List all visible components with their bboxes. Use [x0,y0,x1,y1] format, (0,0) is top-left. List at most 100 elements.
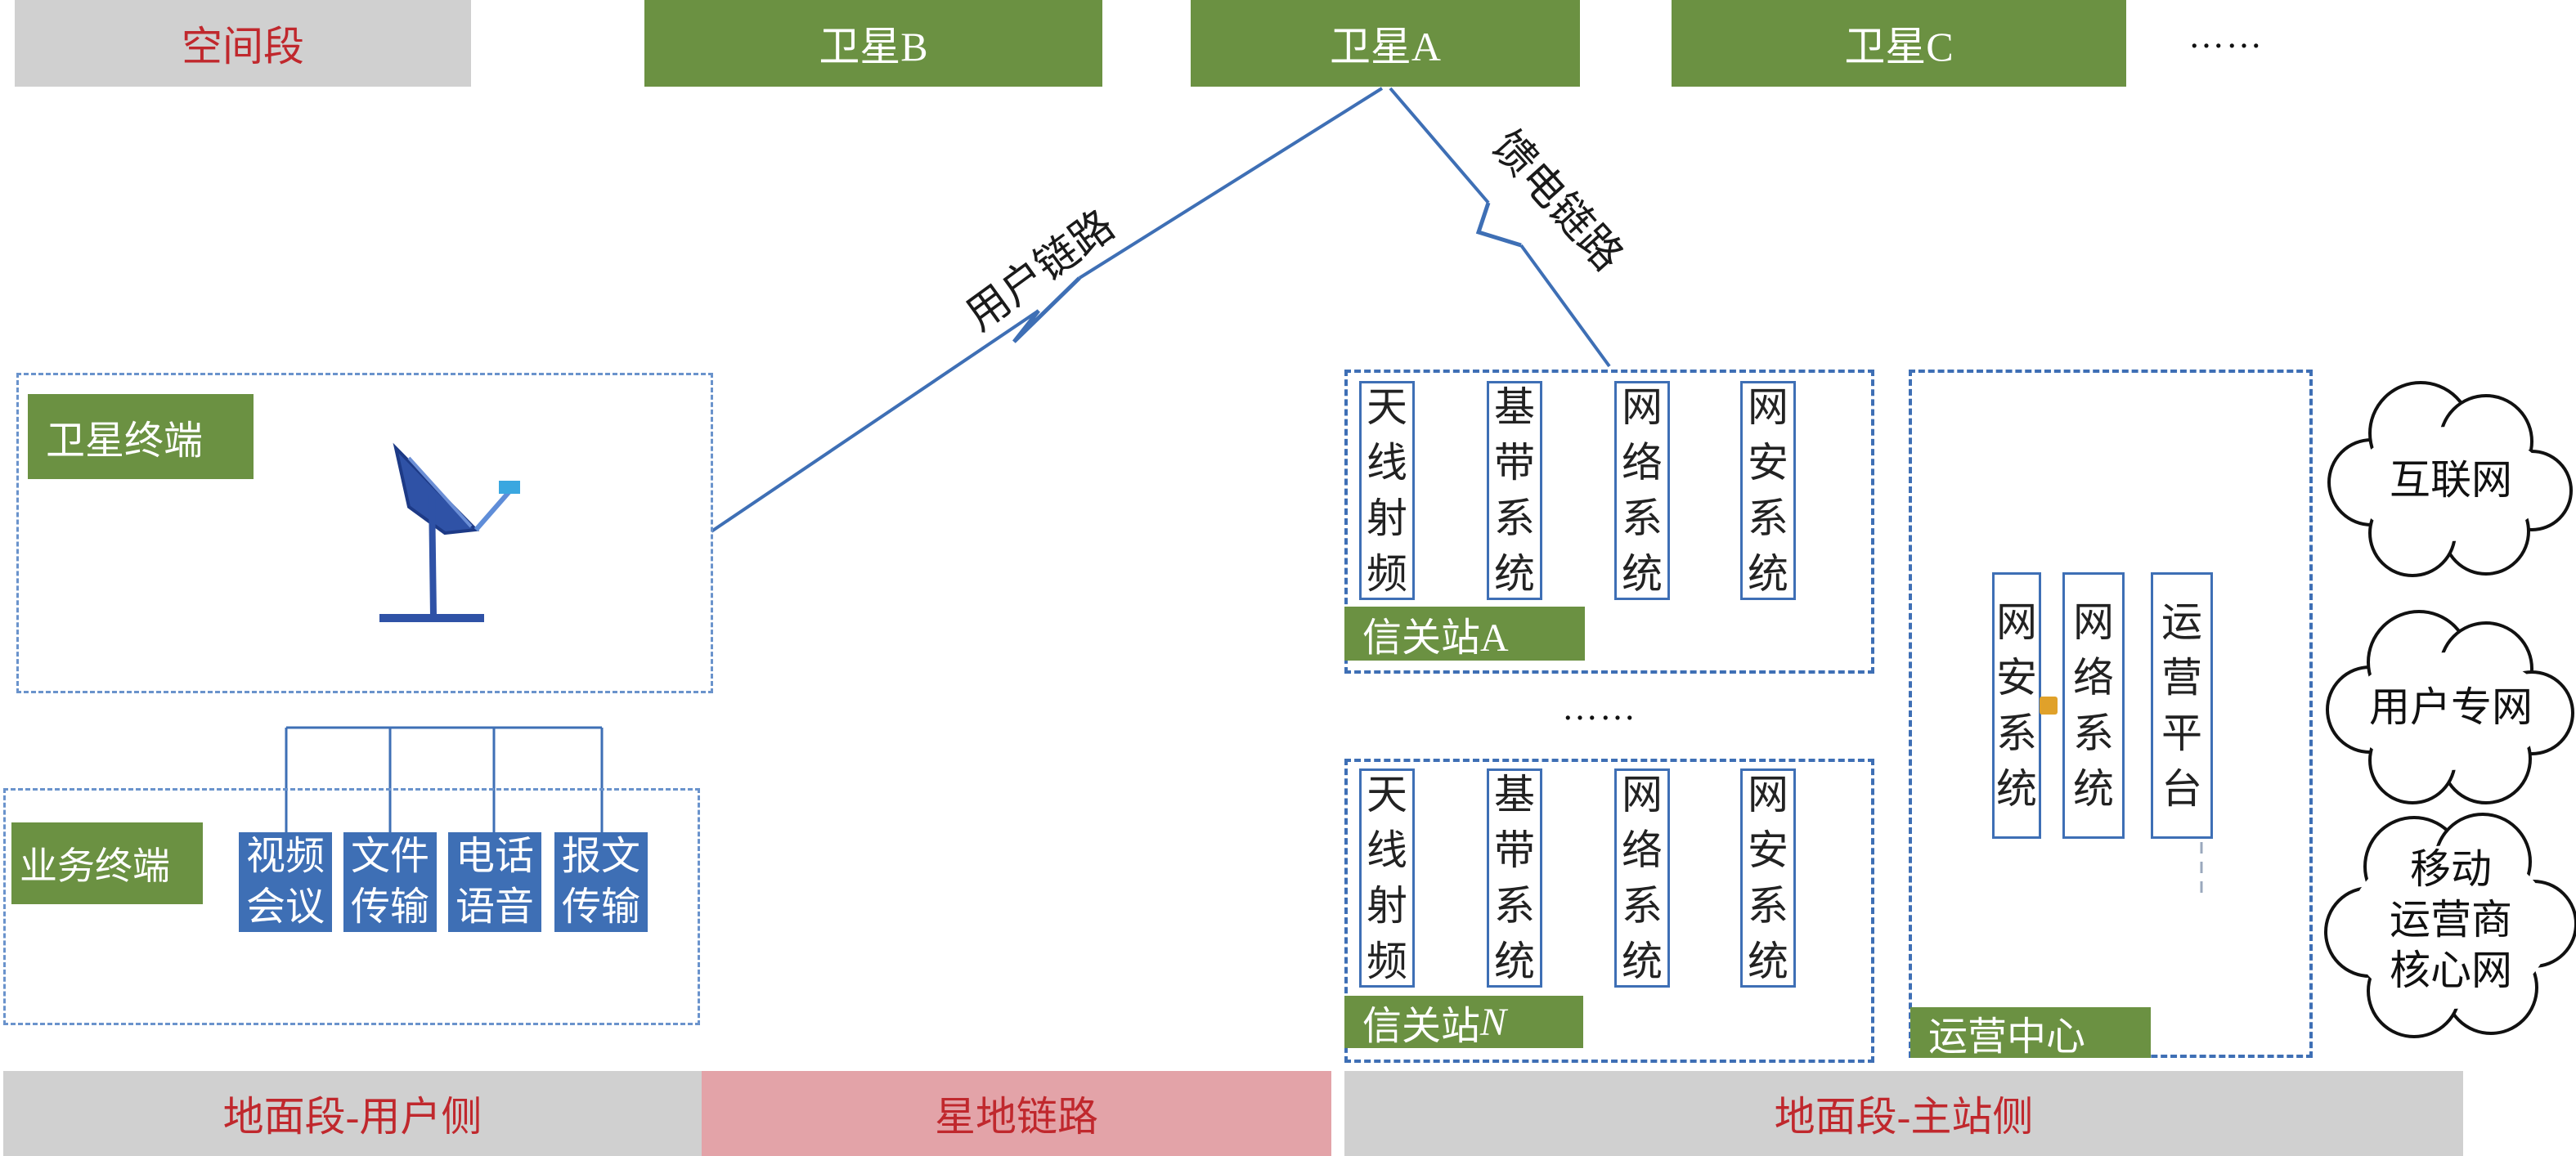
module-char: 统 [2073,766,2114,812]
module-char: 系 [2073,710,2114,756]
module-char: 系 [1748,883,1788,929]
service-terminal-tag: 业务终端 [11,822,203,904]
module-char: 带 [1494,827,1535,873]
space-segment-band: 空间段 [15,0,471,87]
ops-operation-platform: 运营平台 [2151,572,2213,839]
mobile-core-line3: 核心网 [2390,948,2512,993]
service-terminal-box [3,788,700,1025]
ops-center-label: 运营中心 [1928,1015,2086,1059]
gateway-n-label-suffix: N [1480,1000,1507,1044]
service-file-transfer: 文件 传输 [343,832,437,932]
module-char: 统 [1622,939,1663,984]
sat-ground-link-label: 星地链路 [935,1094,1098,1140]
satellite-b-band: 卫星B [644,0,1102,87]
service-message-transfer: 报文 传输 [554,832,648,932]
gateway-a-tag: 信关站A [1344,607,1585,661]
service-label-line1: 报文 [561,835,640,878]
module-char: 系 [1996,710,2037,756]
module-char: 统 [1996,766,2037,812]
satellite-c-band: 卫星C [1672,0,2126,87]
ops-center-tag: 运营中心 [1910,1007,2151,1059]
feeder-link-label: 馈电链路 [1483,123,1631,280]
ground-master-side-label: 地面段-主站侧 [1774,1094,2034,1140]
module-char: 系 [1622,883,1663,929]
module-char: 台 [2161,766,2202,812]
module-char: 安 [1996,655,2037,701]
module-char: 网 [1996,599,2037,645]
satellite-b-label: 卫星B [819,24,928,69]
gateway-n-box [1344,759,1874,1063]
satellite-c-label: 卫星C [1844,24,1954,69]
gateway-a-box [1344,370,1874,674]
module-char: 天 [1367,384,1407,430]
gateway-a-network-system: 网络系统 [1614,381,1670,600]
gateway-n-antenna-rf: 天线射频 [1359,768,1415,988]
module-char: 系 [1494,495,1535,541]
service-label-line2: 传输 [350,885,429,929]
private-network-label: 用户专网 [2369,684,2533,730]
module-char: 统 [1622,551,1663,597]
service-label-line1: 文件 [350,835,429,878]
service-label-line2: 传输 [561,885,640,929]
ground-master-side-band: 地面段-主站侧 [1344,1071,2463,1156]
user-link-zigzag [1012,276,1081,343]
module-char: 络 [2073,655,2114,701]
gateway-n-label-prefix: 信关站 [1362,1005,1481,1048]
feeder-link-zigzag [1475,202,1522,248]
module-char: 射 [1367,495,1407,541]
module-char: 带 [1494,440,1535,486]
gateway-a-baseband: 基带系统 [1487,381,1542,600]
ops-security-system: 网安系统 [1992,572,2041,839]
service-terminal-label: 业务终端 [20,845,170,887]
ops-link-connector [2040,697,2058,715]
satellites-ellipsis: …… [2188,16,2264,56]
satellite-terminal-box [16,373,713,693]
gateway-n-security-system: 网安系统 [1740,768,1796,988]
module-char: 网 [1622,384,1663,430]
internet-label: 互联网 [2390,457,2512,503]
satellite-terminal-tag: 卫星终端 [28,394,254,479]
module-char: 线 [1367,827,1407,873]
module-char: 射 [1367,883,1407,929]
module-char: 系 [1622,495,1663,541]
user-link-label: 用户链路 [958,202,1124,339]
gateways-ellipsis: …… [1562,688,1637,728]
module-char: 频 [1367,939,1407,984]
module-char: 统 [1748,939,1788,984]
sat-ground-link-band: 星地链路 [702,1071,1331,1156]
satellite-a-band: 卫星A [1191,0,1580,87]
module-char: 天 [1367,772,1407,818]
module-char: 统 [1494,939,1535,984]
module-char: 网 [1748,772,1788,818]
satellite-a-label: 卫星A [1329,24,1442,69]
module-char: 网 [2073,599,2114,645]
service-phone-voice: 电话 语音 [448,832,541,932]
module-char: 基 [1494,384,1535,430]
module-char: 络 [1622,440,1663,486]
module-char: 安 [1748,827,1788,873]
module-char: 平 [2161,710,2202,756]
module-char: 线 [1367,440,1407,486]
module-char: 网 [1622,772,1663,818]
module-char: 安 [1748,440,1788,486]
module-char: 络 [1622,827,1663,873]
mobile-core-label: 移动 运营商 核心网 [2349,844,2553,996]
service-label-line1: 电话 [455,835,534,878]
gateway-a-antenna-rf: 天线射频 [1359,381,1415,600]
module-char: 统 [1494,551,1535,597]
gateway-a-label: 信关站A [1362,616,1509,660]
ground-user-side-band: 地面段-用户侧 [3,1071,702,1156]
user-link-line-upper [1078,87,1384,280]
ops-network-system: 网络系统 [2062,572,2125,839]
module-char: 统 [1748,551,1788,597]
module-char: 运 [2161,599,2202,645]
service-video-conference: 视频 会议 [239,832,332,932]
module-char: 系 [1748,495,1788,541]
mobile-core-line1: 移动 [2410,846,2492,892]
module-char: 系 [1494,883,1535,929]
service-label-line1: 视频 [245,835,325,878]
gateway-n-network-system: 网络系统 [1614,768,1670,988]
service-label-line2: 会议 [245,885,325,929]
external-networks [2324,381,2576,1038]
